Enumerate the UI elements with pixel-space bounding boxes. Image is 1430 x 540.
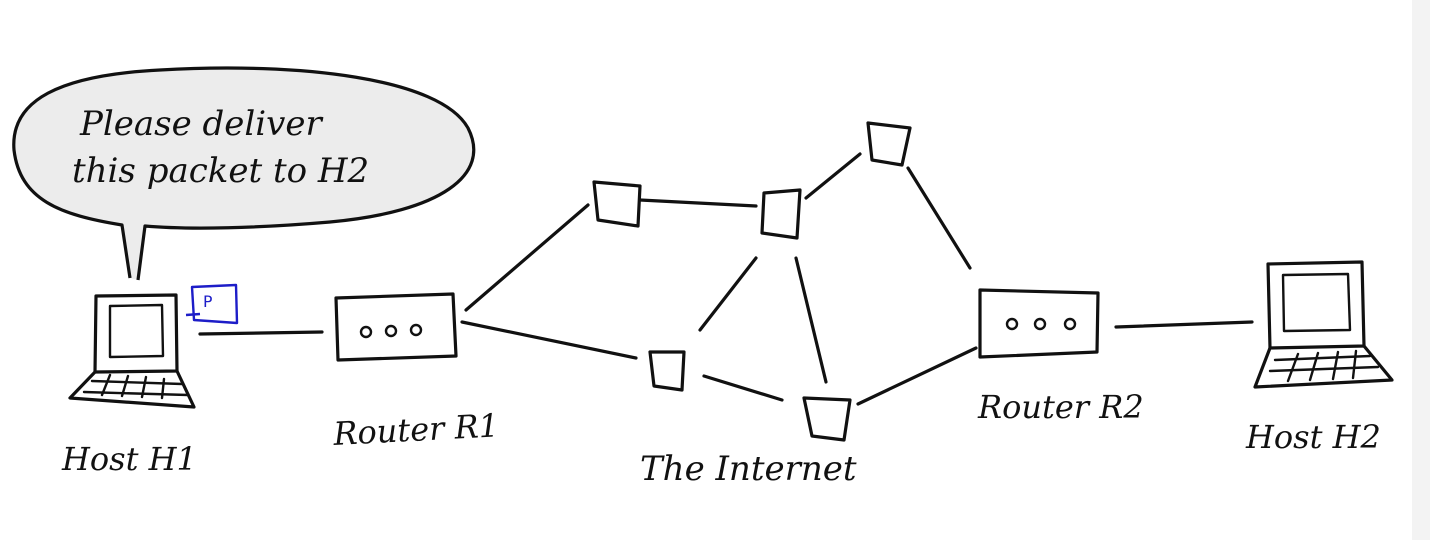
right-edge-strip [1412, 0, 1430, 540]
internet-links [460, 152, 978, 406]
link-h1-r1 [198, 330, 324, 336]
speech-bubble-line-1: Please deliver [79, 104, 323, 144]
router-r1-label: Router R1 [331, 406, 499, 453]
internet-router-node-5 [802, 396, 852, 442]
router-r2-label: Router R2 [977, 388, 1144, 426]
host-h2-laptop-icon [1253, 260, 1394, 389]
speech-bubble: Please deliver this packet to H2 [12, 66, 476, 281]
host-h1-laptop-icon [68, 293, 196, 409]
packet-icon: P [185, 283, 239, 325]
host-h2-label: Host H2 [1245, 418, 1381, 456]
internet-router-node-4 [648, 350, 686, 392]
router-r2-icon [978, 288, 1100, 359]
internet-router-node-2 [760, 188, 802, 240]
router-r1-icon [334, 292, 458, 362]
speech-bubble-shape [12, 66, 476, 281]
internet-router-node-1 [592, 180, 642, 228]
host-h1-label: Host H1 [61, 440, 197, 478]
internet-router-node-3 [866, 121, 912, 167]
packet-label: P [203, 292, 213, 311]
internet-label: The Internet [640, 449, 857, 489]
link-r2-h2 [1114, 320, 1254, 329]
speech-bubble-line-2: this packet to H2 [72, 151, 369, 191]
